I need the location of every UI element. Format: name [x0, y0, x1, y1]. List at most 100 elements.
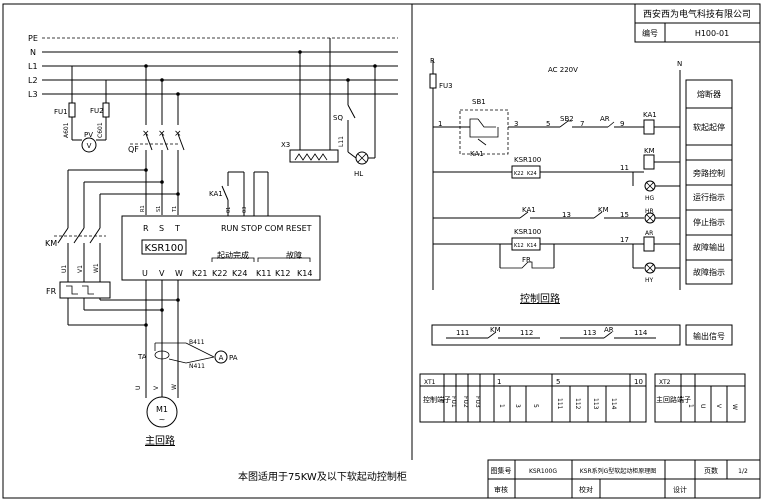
xt1-head-5: 5: [556, 378, 560, 386]
qf-label: QF: [128, 145, 139, 154]
hr-label: HR: [645, 208, 654, 215]
term-k11: K11: [256, 269, 271, 278]
km-label: KM: [45, 239, 57, 248]
sig-113: 113: [583, 329, 596, 337]
serial-label: 编号: [642, 28, 658, 38]
bus-l3: L3: [28, 90, 38, 99]
wire-15: 15: [620, 211, 629, 219]
xt1-n112: 112: [574, 398, 581, 410]
fu1-code: A601: [63, 122, 70, 138]
row-fault: KSR100 K12 K14 AR HY FR 17: [433, 228, 680, 284]
xt2-label: 主回路端子: [656, 395, 691, 404]
control-circuit-title: 控制回路: [520, 292, 560, 305]
input-s1: S1: [156, 206, 162, 212]
ksr-row4: KSR100: [514, 228, 541, 236]
xt2-name: XT2: [659, 379, 671, 386]
xt2-u: U: [699, 404, 706, 408]
bus-l2: L2: [28, 76, 38, 85]
svg-text:A: A: [219, 354, 224, 362]
mout-v: V: [153, 385, 160, 390]
hg-label: HG: [645, 195, 655, 202]
aux-circuit: X3 SQ L11 HL: [281, 38, 377, 178]
l11-label: L11: [338, 136, 345, 147]
voltmeter-pv: [81, 137, 97, 153]
voltmeter-circuit: V FU1 FU2 PV A601 C601: [54, 66, 110, 153]
xt1-n113: 113: [592, 398, 599, 410]
xt2-v: V: [715, 404, 722, 409]
sig-km: KM: [490, 326, 501, 334]
func-fault-out: 故障输出: [693, 242, 725, 252]
xt1-n5: 5: [532, 404, 539, 408]
xt1-n111: 111: [556, 398, 563, 410]
motor-label: M1: [156, 405, 168, 414]
input-r: R: [143, 224, 149, 233]
ka1-row3: KA1: [522, 206, 536, 214]
thermal-relay-fr: FR: [46, 281, 111, 325]
ctrl-code-03: 03: [242, 207, 248, 213]
wire-3: 3: [514, 120, 518, 128]
term-k24: K24: [232, 269, 247, 278]
sb1-label: SB1: [472, 98, 486, 106]
sig-112: 112: [520, 329, 533, 337]
fr-row4: FR: [522, 256, 531, 264]
title-block: 图集号 KSR100G KSR系列G型软起动柜原理图 页数 1/2 审核 校对 …: [487, 459, 761, 499]
k22-row2: K22: [514, 171, 524, 177]
func-run-ind: 运行指示: [693, 192, 725, 202]
wire-7: 7: [580, 120, 584, 128]
bus-l1: L1: [28, 62, 38, 71]
wire-11: 11: [620, 164, 629, 172]
hy-label: HY: [645, 277, 654, 284]
xt1-head-1: 1: [497, 378, 501, 386]
ac-label: AC 220V: [548, 66, 578, 74]
rail-r: R: [430, 57, 435, 65]
k24-row2: K24: [527, 171, 537, 177]
input-s: S: [159, 224, 164, 233]
term-k22: K22: [212, 269, 227, 278]
tb-design: 设计: [673, 485, 687, 494]
power-bus: PE N L1 L2 L3: [28, 34, 398, 99]
sq-label: SQ: [333, 114, 343, 122]
bus-n: N: [30, 48, 36, 57]
wire-13: 13: [562, 211, 571, 219]
bypass-wires: KM U1 V1 W1: [45, 168, 180, 282]
ka1-self-label: KA1: [470, 150, 484, 158]
row-start-stop: SB1 SB2 KA1 AR KA1 1 3 5 7 9: [433, 98, 680, 158]
tb-title: KSR系列G型软起动柜原理图: [580, 467, 657, 475]
fu2-code: C601: [97, 122, 104, 138]
terminal-xt2: XT2 主回路端子 1 U V W: [654, 373, 746, 423]
k12-row4: K12: [514, 243, 524, 249]
ammeter-pa: [214, 350, 228, 364]
svg-text:V: V: [87, 142, 92, 150]
sig-111: 111: [456, 329, 469, 337]
fault-label: 故障: [286, 250, 302, 260]
xt1-head-10: 10: [634, 378, 643, 386]
main-circuit-title: 主回路: [145, 434, 175, 447]
pa-label: PA: [229, 354, 238, 362]
sig-ar: AR: [604, 326, 614, 334]
company-name: 西安西为电气科技有限公司: [643, 8, 751, 20]
ka1-contact: KA1 01 03: [209, 171, 269, 216]
xt1-n114: 114: [610, 398, 617, 410]
applicability-note: 本图适用于75KW及以下软起动控制柜: [238, 470, 407, 483]
input-r1: R1: [140, 205, 146, 212]
mout-w: W: [171, 384, 178, 390]
xt1-fu3: FU3: [474, 396, 481, 408]
output-signal-row: 111 KM 112 113 AR 114 输出信号: [431, 324, 733, 346]
xt1-fu2: FU2: [462, 396, 469, 408]
term-k14: K14: [297, 269, 312, 278]
fuse-fu2: [102, 102, 110, 118]
hl-label: HL: [354, 170, 363, 178]
fr-label: FR: [46, 287, 57, 296]
pv-label: PV: [84, 131, 93, 139]
sb2-label: SB2: [560, 115, 574, 123]
terminal-xt1: XT1 控制端子 1 5 10 FU1 FU2 FU3 1 3 5 111 11…: [419, 373, 647, 423]
fu1-label: FU1: [54, 108, 68, 116]
ksr-row2: KSR100: [514, 156, 541, 164]
xt2-n1: 1: [687, 404, 694, 408]
x3-label: X3: [281, 141, 290, 149]
row-stop-indicator: KA1 KM HR 13 15: [433, 206, 680, 224]
svg-text:×: ×: [174, 129, 182, 139]
soft-starter: KSR100 R S T R1 S1 T1 RUN STOP COM RESET…: [121, 205, 321, 281]
control-rails: R N FU3 AC 220V: [429, 57, 682, 290]
function-column: 熔断器 软起起停 旁路控制 运行指示 停止指示 故障输出 故障指示: [685, 79, 733, 285]
